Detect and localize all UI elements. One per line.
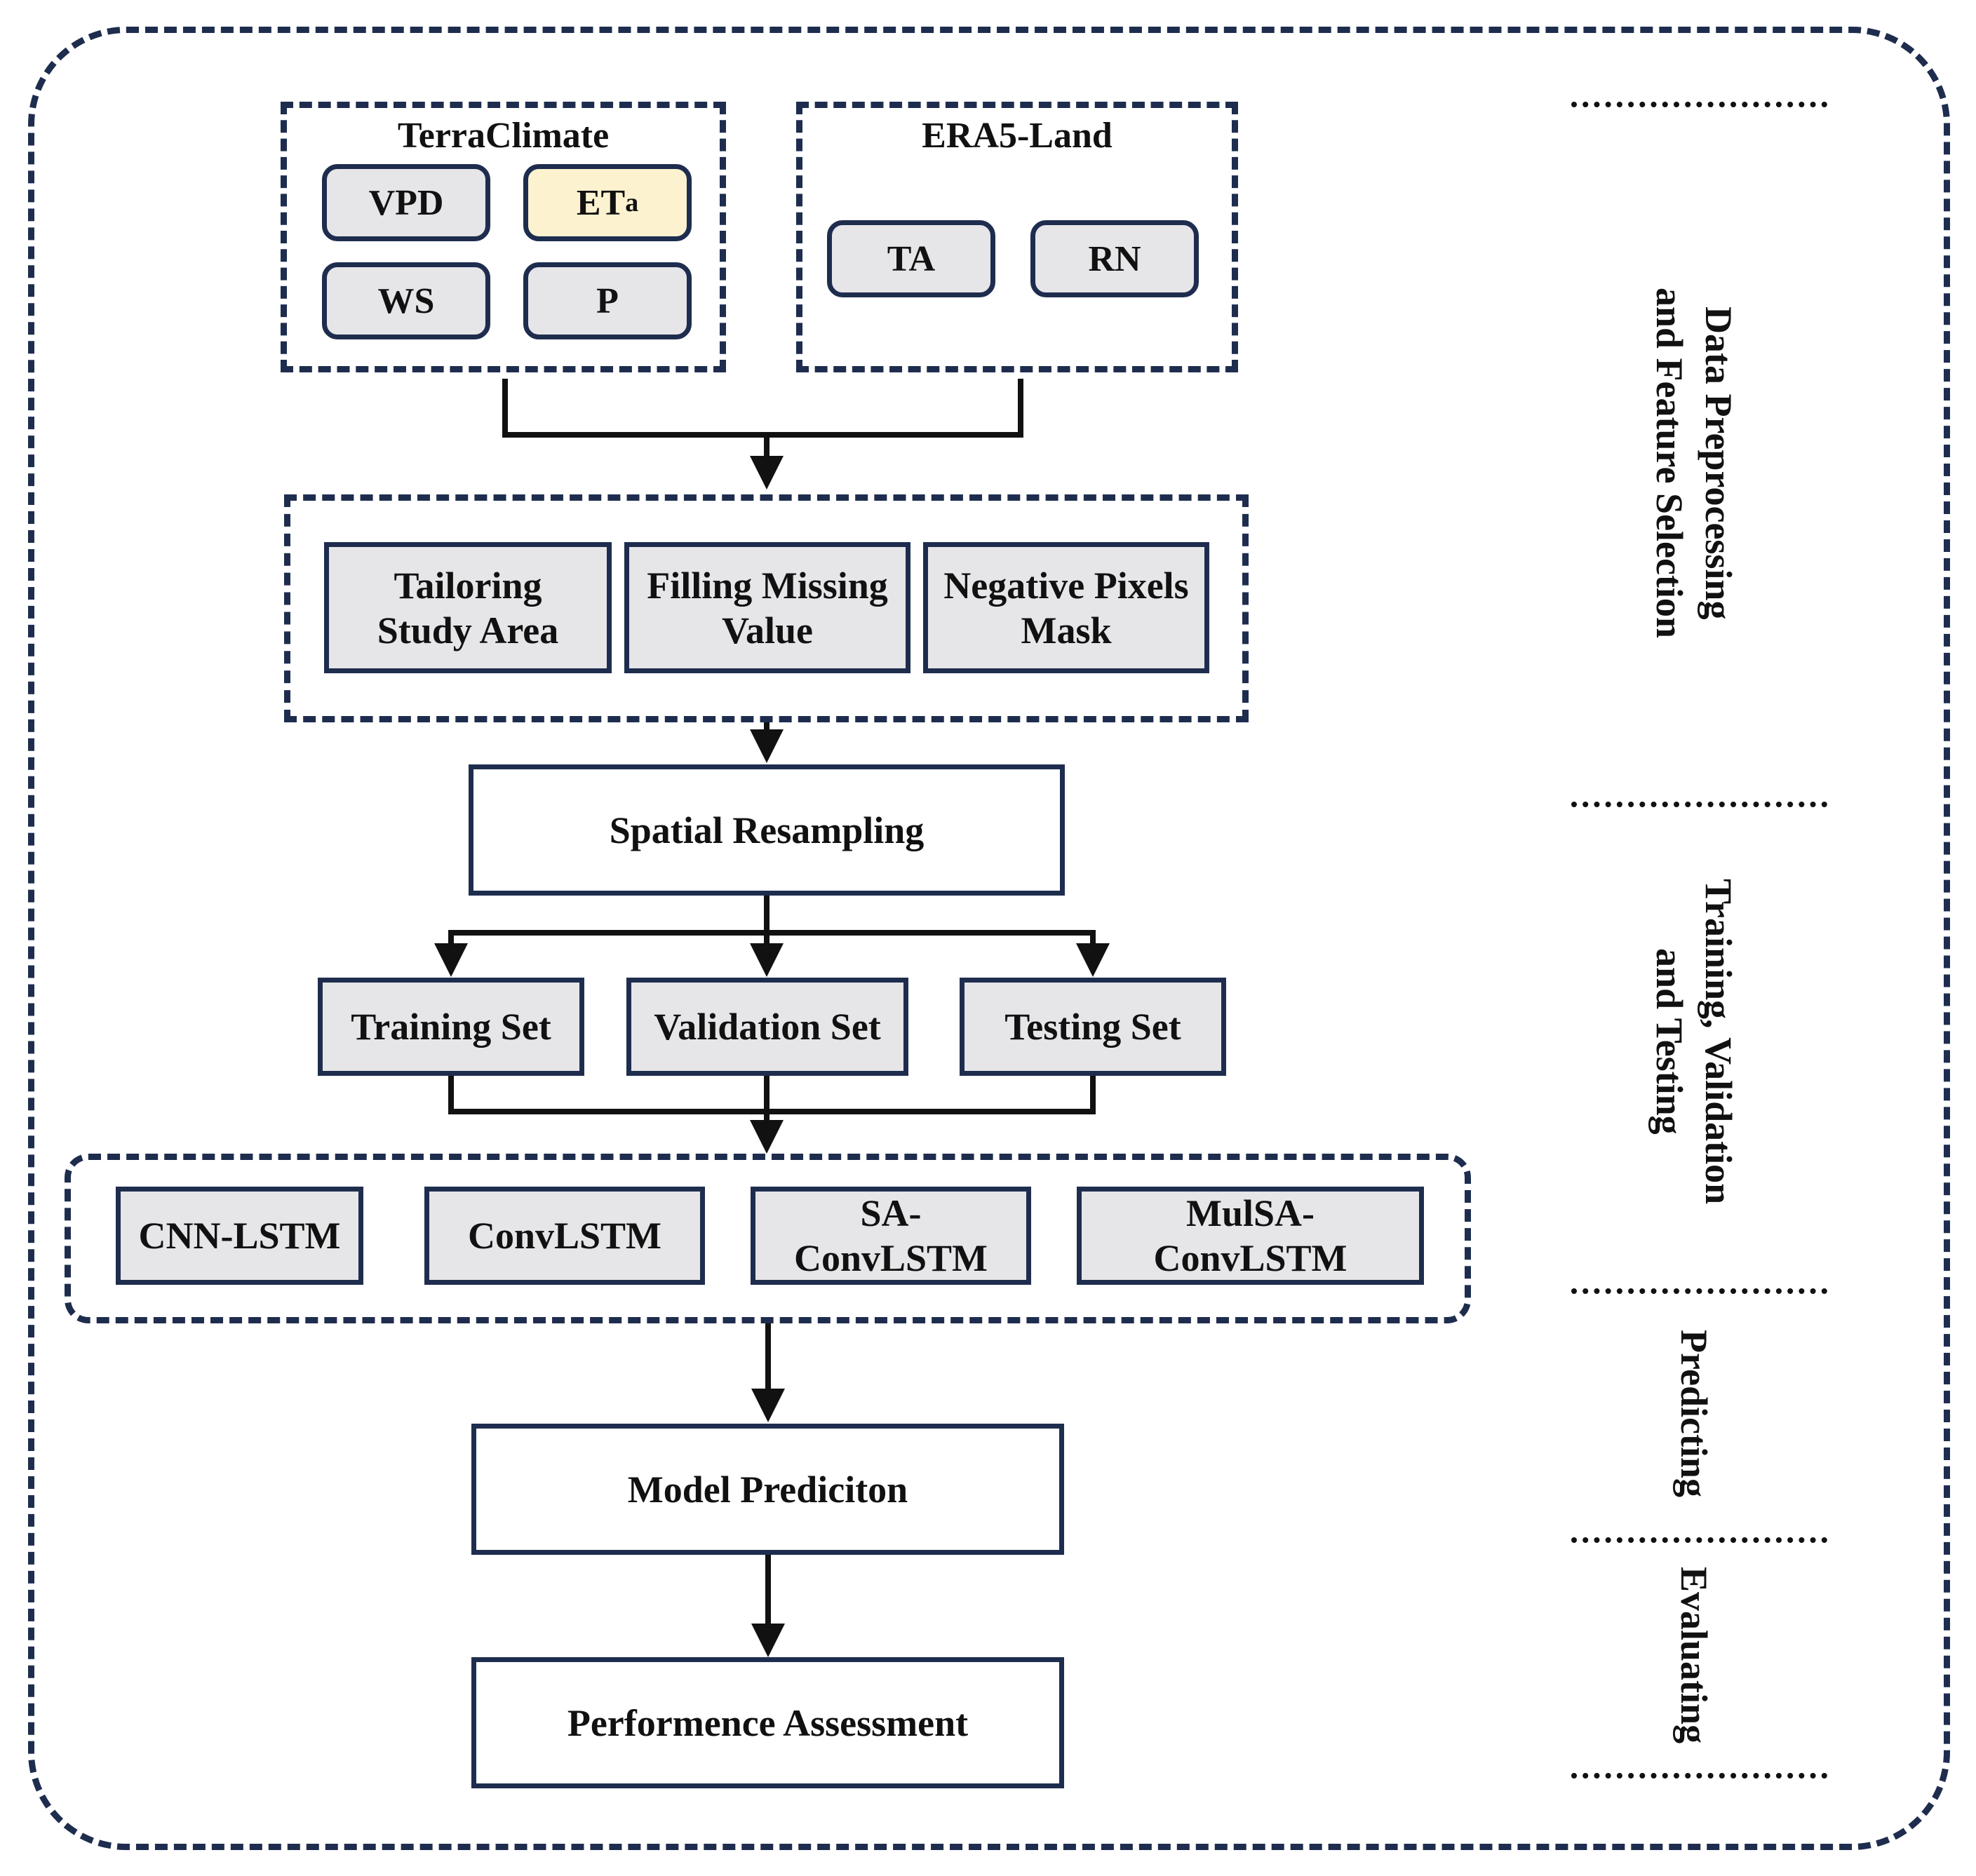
models-group <box>65 1154 1471 1323</box>
splits-merge-connector <box>448 1074 1096 1114</box>
era5-land-group: ERA5-Land TA RN <box>796 102 1238 372</box>
stage-label-training: Training, Validation and Testing <box>1648 878 1740 1205</box>
cnn-lstm-box: CNN-LSTM <box>116 1187 363 1285</box>
stage-separator-3 <box>1571 1288 1827 1294</box>
filling-line-2: Value <box>721 609 814 652</box>
filling-line-1: Filling Missing <box>647 564 888 607</box>
sa-convlstm-line-1: SA- <box>860 1192 922 1234</box>
vpd-node: VPD <box>322 164 490 241</box>
eta-base: ET <box>576 182 626 223</box>
outer-frame <box>28 27 1950 1850</box>
validation-set-box: Validation Set <box>626 978 908 1076</box>
split-connector <box>451 894 1093 936</box>
negative-line-2: Mask <box>1021 609 1112 652</box>
eta-subscript: a <box>625 188 639 217</box>
sa-convlstm-box: SA-ConvLSTM <box>751 1187 1031 1285</box>
stage-label-predicting: Predicting <box>1673 1329 1715 1497</box>
tailoring-line-1: Tailoring <box>394 564 542 607</box>
model-prediction-box: Model Prediciton <box>471 1424 1064 1555</box>
mulsa-convlstm-line-1: MulSA- <box>1185 1192 1315 1234</box>
rn-node: RN <box>1030 220 1199 297</box>
negative-line-1: Negative Pixels <box>943 564 1189 607</box>
stage-separator-4 <box>1571 1537 1827 1543</box>
ws-node: WS <box>322 262 490 339</box>
mulsa-convlstm-line-2: ConvLSTM <box>1153 1237 1347 1279</box>
testing-set-box: Testing Set <box>960 978 1226 1076</box>
era5-land-title: ERA5-Land <box>922 116 1113 156</box>
stage-separator-5 <box>1571 1773 1827 1779</box>
performance-assessment-box: Performence Assessment <box>471 1657 1064 1788</box>
mulsa-convlstm-box: MulSA-ConvLSTM <box>1077 1187 1424 1285</box>
sa-convlstm-line-2: ConvLSTM <box>793 1237 988 1279</box>
merge-connector <box>502 379 1023 438</box>
stage-label-evaluating: Evaluating <box>1673 1566 1715 1744</box>
spatial-resampling-box: Spatial Resampling <box>469 764 1065 896</box>
terraclimate-title: TerraClimate <box>397 116 610 156</box>
stage-label-preprocessing: Data Preprocessing and Feature Selection <box>1648 288 1740 638</box>
stage-separator-1 <box>1571 102 1827 107</box>
preprocessing-group <box>284 494 1249 722</box>
stage-separator-2 <box>1571 802 1827 807</box>
p-node: P <box>523 262 692 339</box>
tailoring-line-2: Study Area <box>377 609 559 652</box>
ta-node: TA <box>827 220 995 297</box>
training-set-box: Training Set <box>318 978 584 1076</box>
convlstm-box: ConvLSTM <box>424 1187 705 1285</box>
